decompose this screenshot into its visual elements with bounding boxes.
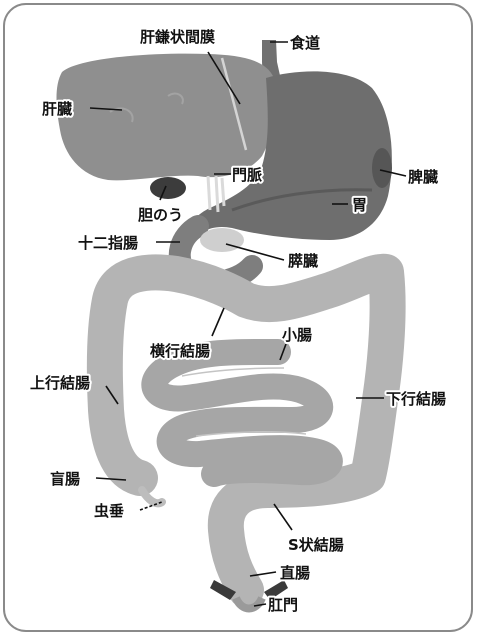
label-pancreas: 膵臓 [288, 252, 318, 270]
label-appendix: 虫垂 [94, 502, 124, 520]
label-spleen: 脾臓 [408, 168, 438, 186]
label-descending-colon: 下行結腸 [386, 390, 446, 408]
label-portal-vein: 門脈 [232, 166, 262, 184]
label-sigmoid-colon: S状結腸 [288, 536, 344, 554]
label-falciform-ligament: 肝鎌状間膜 [140, 28, 215, 46]
label-transverse-colon: 横行結腸 [150, 342, 210, 360]
label-anus: 肛門 [268, 596, 298, 614]
label-gallbladder: 胆のう [138, 206, 183, 224]
label-rectum: 直腸 [280, 564, 310, 582]
label-esophagus: 食道 [290, 34, 320, 52]
label-liver: 肝臓 [42, 100, 72, 118]
label-ascending-colon: 上行結腸 [30, 374, 90, 392]
gallbladder-shape [150, 177, 186, 199]
label-small-intestine: 小腸 [282, 326, 312, 344]
liver-shape [57, 54, 278, 181]
spleen-shape [372, 148, 392, 188]
pancreas-shape [200, 228, 244, 252]
label-cecum: 盲腸 [50, 470, 80, 488]
label-duodenum: 十二指腸 [78, 234, 138, 252]
label-stomach: 胃 [352, 196, 367, 214]
